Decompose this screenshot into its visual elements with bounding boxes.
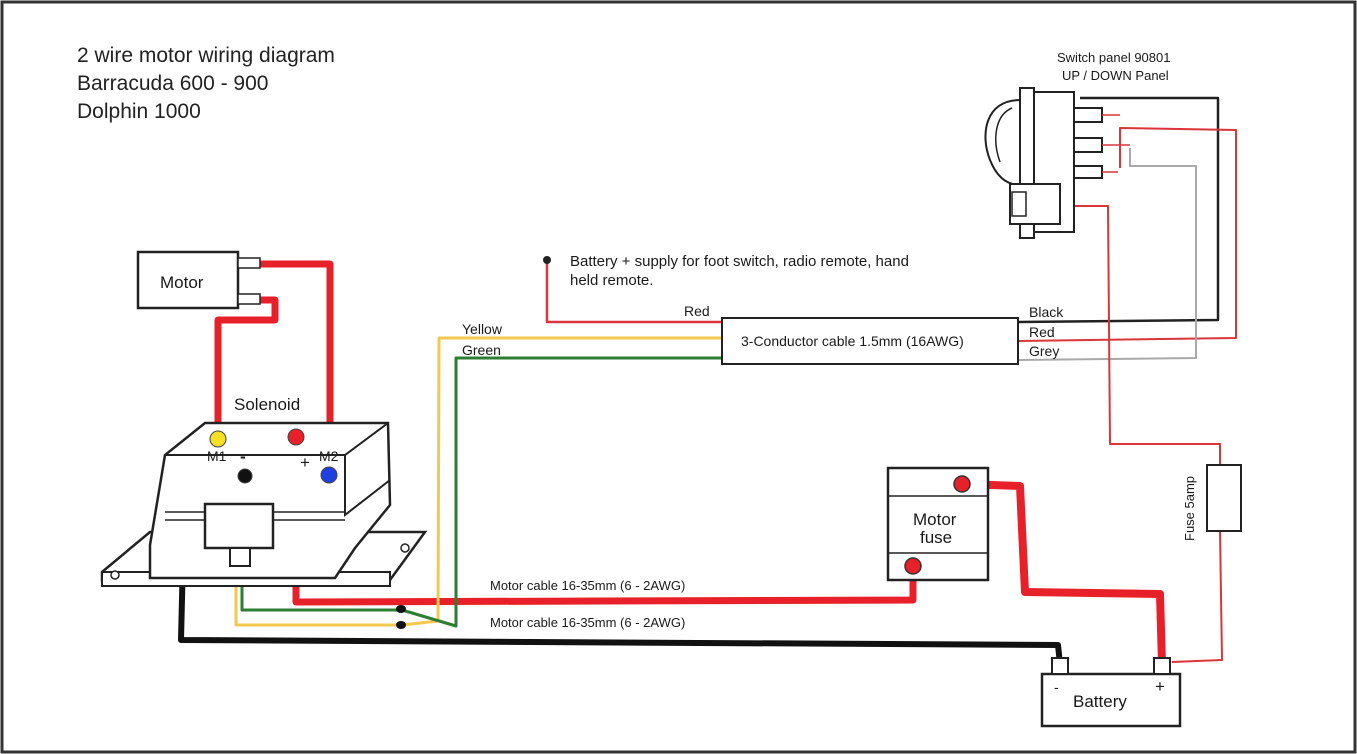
red-fuse-wire [1060,205,1221,466]
fuse-5amp-label: Fuse 5amp [1182,476,1197,541]
switch-internal-wire [1102,114,1130,173]
switch-contact [1073,107,1103,123]
wire-label-grey: Grey [1029,343,1059,359]
supply-terminal [543,256,551,264]
red-motor-to-m1-cable [214,296,279,428]
motor-fuse-label-line-2: fuse [920,528,952,547]
wire-label-red-right: Red [1029,324,1055,340]
green-control-wire [240,356,722,628]
cable-junction [396,621,406,629]
cable-box-label: 3-Conductor cable 1.5mm (16AWG) [741,333,964,349]
battery-supply-note-line-2: held remote. [570,272,653,289]
motor-body [136,250,240,310]
solenoid-coil-plug [229,547,251,567]
title-line-3: Dolphin 1000 [77,100,201,123]
wire-label-green: Green [462,342,501,358]
title-line-1: 2 wire motor wiring diagram [77,44,335,67]
minus-terminal [237,468,253,484]
motor-fuse-terminal-top [953,475,971,493]
battery-supply-note-line-1: Battery + supply for foot switch, radio … [570,253,909,270]
switch-panel-label-line-2: UP / DOWN Panel [1062,68,1169,83]
red-switch-wire [1017,127,1237,342]
battery: - + Battery [1040,657,1182,728]
battery-post-plus [1153,657,1171,675]
minus-label: - [240,447,246,466]
mount-hole [400,543,410,553]
rocker-switch-inner [995,107,1013,163]
wire-label-yellow: Yellow [462,321,503,337]
motor-cable-label-1: Motor cable 16-35mm (6 - 2AWG) [490,578,685,593]
switch-contact [1073,137,1103,153]
wire-label-red: Red [684,303,710,319]
motor-fuse-body [886,466,990,582]
motor-terminal [237,257,261,269]
motor-terminal [237,293,261,305]
cable-box: 3-Conductor cable 1.5mm (16AWG) [721,317,1019,365]
solenoid: Solenoid M1 - + M2 [100,395,428,587]
fuse-5amp: Fuse 5amp [1182,464,1242,541]
motor-cable-label-2: Motor cable 16-35mm (6 - 2AWG) [490,615,685,630]
wire-label-black: Black [1029,304,1064,320]
cable-junction [396,605,406,613]
plus-label: + [300,453,310,472]
motor-fuse: Motor fuse [886,466,990,582]
mount-hole [110,570,120,580]
plus-terminal [287,428,305,446]
yellow-control-wire [234,336,722,627]
switch-panel-label-line-1: Switch panel 90801 [1057,50,1170,65]
switch-contact [1073,165,1103,179]
red-motor-to-m2-cable [240,260,334,468]
battery-post-minus [1051,657,1069,675]
title-line-2: Barracuda 600 - 900 [77,72,268,95]
switch-breaker-button [1011,191,1027,217]
m1-label: M1 [207,448,227,464]
battery-minus-label: - [1054,679,1059,695]
solenoid-label: Solenoid [234,395,300,414]
m1-terminal [209,430,227,448]
red-fuse-to-battery-wire [1171,529,1223,663]
m2-label: M2 [319,448,339,464]
battery-label: Battery [1073,692,1127,711]
black-switch-wire [1017,96,1220,324]
m2-terminal [320,466,338,484]
diagram-title: 2 wire motor wiring diagram Barracuda 60… [77,44,335,123]
switch-panel: Switch panel 90801 UP / DOWN Panel [984,50,1170,239]
motor-fuse-terminal-bottom [904,557,922,575]
cable-box-frame [721,317,1019,365]
motor-label: Motor [160,273,204,292]
solenoid-coil-connector [203,502,275,550]
fuse-5amp-body [1206,464,1242,532]
battery-plus-label: + [1155,677,1165,696]
motor-fuse-label-line-1: Motor [913,510,957,529]
switch-breaker [1009,183,1061,225]
battery-body [1040,672,1182,728]
red-supply-wire [545,262,722,324]
red-fuse-to-battery-cable [958,480,1166,668]
grey-switch-wire [1017,148,1197,361]
solenoid-front-edge [344,455,391,518]
motor: Motor [136,250,261,310]
